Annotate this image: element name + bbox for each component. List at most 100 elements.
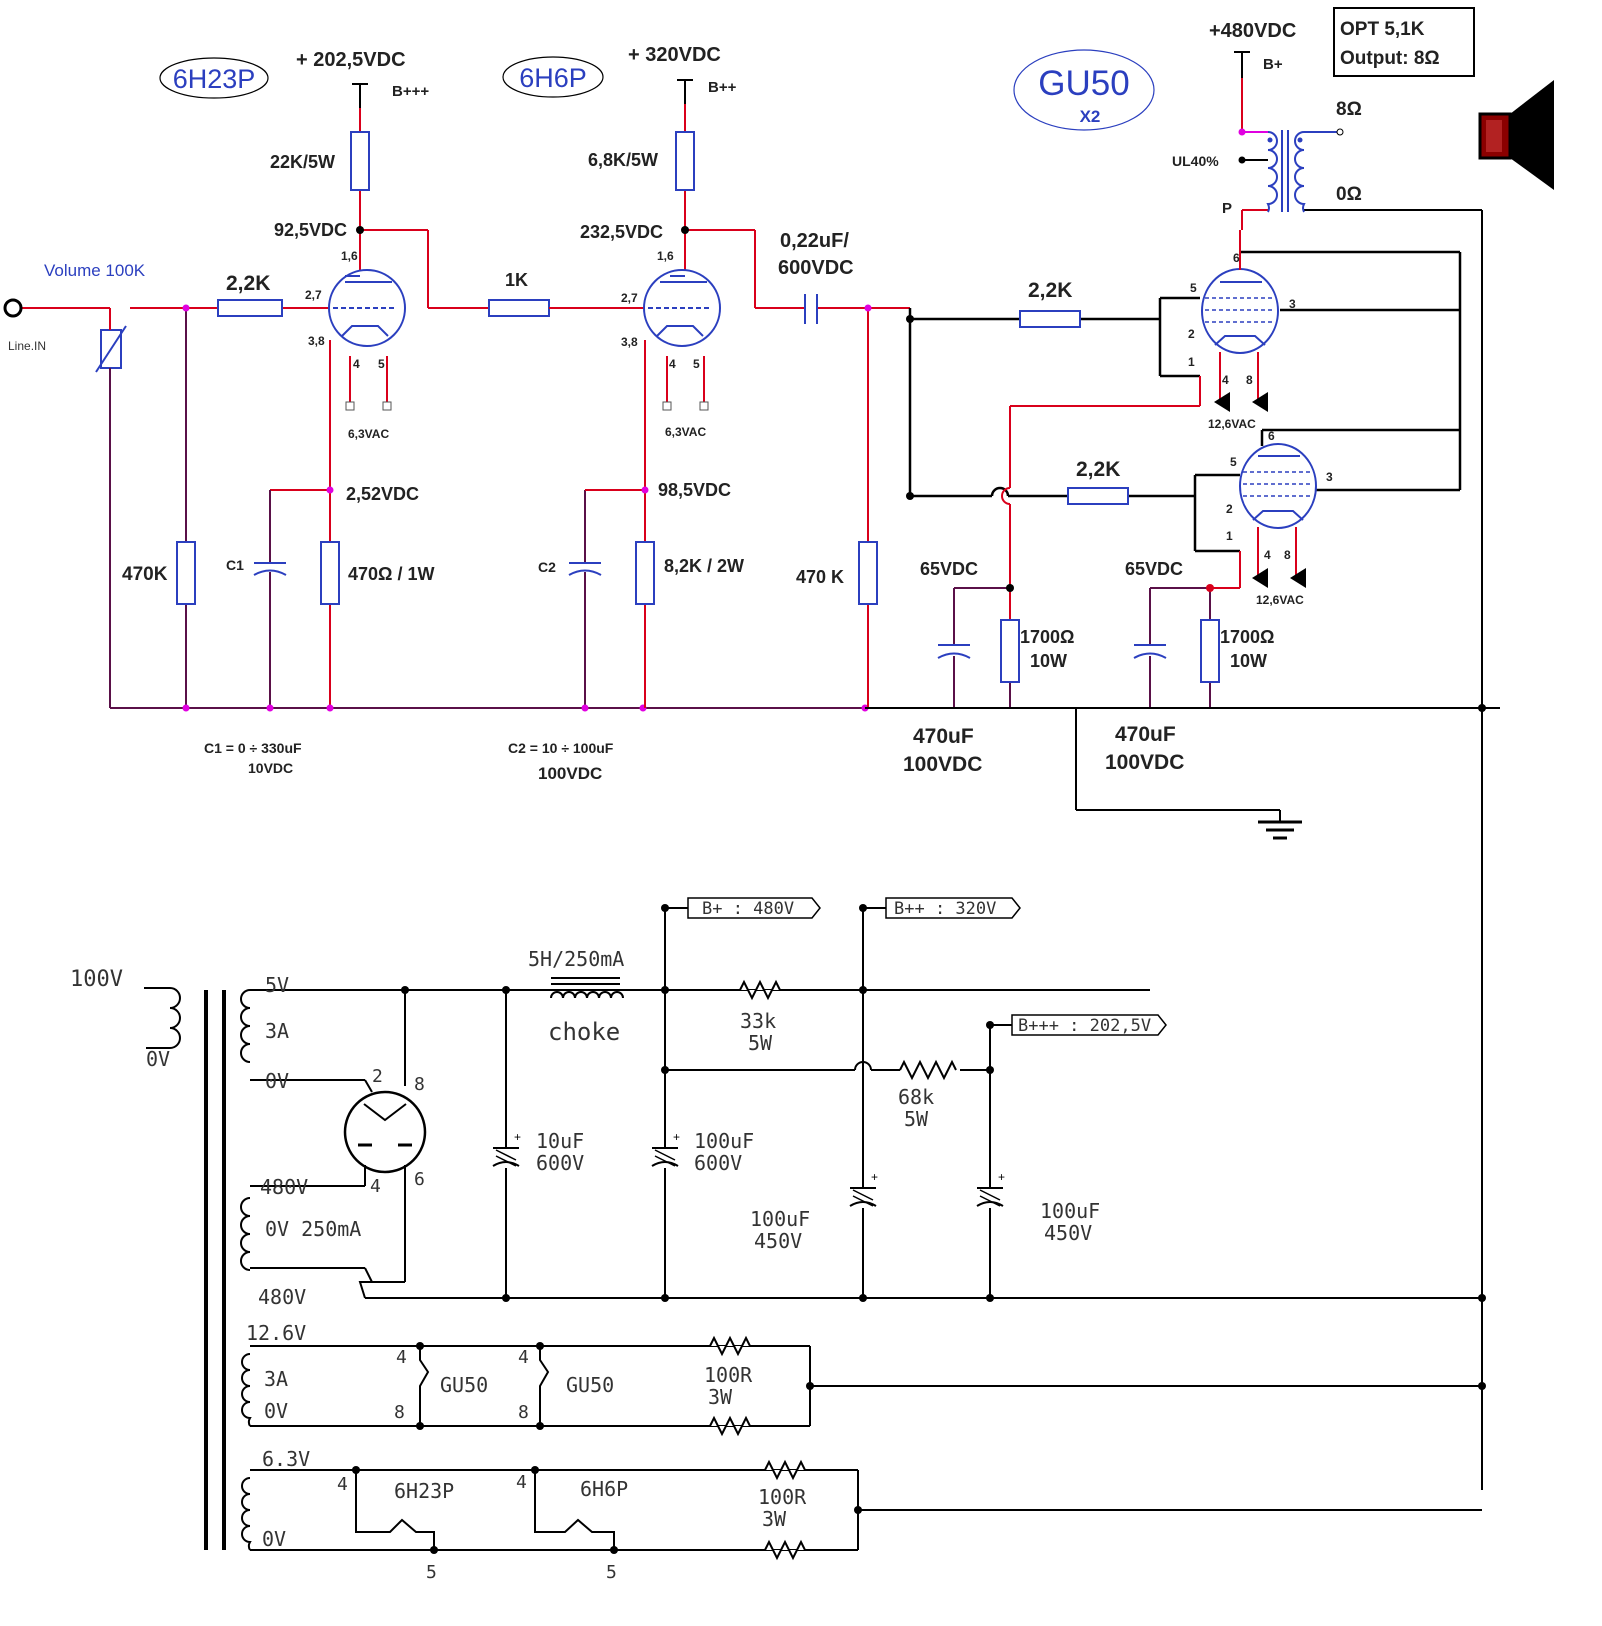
- choke: [550, 977, 624, 999]
- svg-text:B+++ : 202,5V: B+++ : 202,5V: [1018, 1016, 1151, 1036]
- svg-text:4: 4: [396, 1347, 407, 1368]
- svg-text:5: 5: [1190, 281, 1197, 295]
- svg-text:2,2K: 2,2K: [1076, 458, 1120, 481]
- svg-text:98,5VDC: 98,5VDC: [658, 480, 731, 500]
- cap-100uf-600v: +: [651, 1130, 680, 1167]
- svg-text:12,6VAC: 12,6VAC: [1256, 593, 1304, 607]
- resistor-6-8k: [675, 131, 695, 191]
- svg-text:3A: 3A: [264, 1367, 288, 1391]
- svg-text:10W: 10W: [1230, 651, 1267, 671]
- svg-text:100VDC: 100VDC: [903, 753, 982, 776]
- output-cathode-wires: [1001, 376, 1241, 620]
- svg-text:470uF: 470uF: [1115, 723, 1176, 746]
- resistor-470k-leak: [858, 541, 878, 605]
- svg-text:5: 5: [606, 1562, 617, 1583]
- svg-text:65VDC: 65VDC: [1125, 559, 1183, 579]
- svg-text:GU50: GU50: [440, 1373, 488, 1397]
- svg-text:100VDC: 100VDC: [1105, 751, 1184, 774]
- volume-pot[interactable]: [95, 308, 127, 373]
- tube-gu50-b-symbol: [1239, 443, 1317, 529]
- svg-text:4: 4: [1222, 373, 1229, 387]
- svg-text:8Ω: 8Ω: [1336, 99, 1362, 120]
- svg-text:3: 3: [1326, 470, 1333, 484]
- svg-text:2,7: 2,7: [621, 291, 638, 305]
- svg-text:100uF: 100uF: [694, 1129, 754, 1153]
- svg-text:6: 6: [414, 1169, 425, 1190]
- svg-text:0V: 0V: [262, 1527, 286, 1551]
- svg-text:4: 4: [353, 357, 360, 371]
- svg-text:4: 4: [516, 1472, 527, 1493]
- svg-text:100uF: 100uF: [750, 1207, 810, 1231]
- svg-text:1K: 1K: [505, 270, 528, 290]
- tube-6h23p-symbol: [328, 269, 406, 347]
- svg-text:100R: 100R: [758, 1485, 807, 1509]
- tube-6h6p-symbol: [643, 269, 721, 347]
- line-in-jack[interactable]: [3, 298, 23, 318]
- svg-text:GU50: GU50: [566, 1373, 614, 1397]
- svg-text:12,6VAC: 12,6VAC: [1208, 417, 1256, 431]
- stage1-r-grid: 2,2K: [226, 272, 270, 295]
- resistor-100r-63b: [764, 1539, 806, 1561]
- svg-text:4: 4: [370, 1176, 381, 1197]
- svg-text:8: 8: [394, 1402, 405, 1423]
- svg-text:P: P: [1222, 200, 1232, 217]
- svg-text:+: +: [998, 1170, 1005, 1184]
- svg-text:1: 1: [1188, 355, 1195, 369]
- svg-text:6H23P: 6H23P: [394, 1479, 454, 1503]
- svg-text:1,6: 1,6: [341, 249, 358, 263]
- svg-text:5: 5: [378, 357, 385, 371]
- svg-text:C1: C1: [226, 557, 244, 573]
- svg-text:6H6P: 6H6P: [519, 63, 587, 93]
- svg-text:4: 4: [518, 1347, 529, 1368]
- svg-text:6H23P: 6H23P: [173, 64, 256, 94]
- svg-text:C1 = 0 ÷ 330uF: C1 = 0 ÷ 330uF: [204, 740, 302, 756]
- svg-text:470Ω / 1W: 470Ω / 1W: [348, 564, 434, 584]
- svg-text:1700Ω: 1700Ω: [1220, 627, 1274, 647]
- svg-text:232,5VDC: 232,5VDC: [580, 222, 663, 242]
- svg-text:6H6P: 6H6P: [580, 1477, 628, 1501]
- volume-label: Volume 100K: [44, 261, 146, 280]
- tube-label-6h6p: 6H6P: [502, 56, 604, 98]
- svg-text:3W: 3W: [762, 1507, 787, 1531]
- svg-text:6: 6: [1268, 429, 1275, 443]
- resistor-470k-input: [176, 541, 196, 605]
- svg-text:0V: 0V: [265, 1069, 289, 1093]
- svg-text:68k: 68k: [898, 1085, 934, 1109]
- svg-text:B++ : 320V: B++ : 320V: [894, 899, 996, 919]
- svg-text:480V: 480V: [258, 1285, 306, 1309]
- svg-text:470uF: 470uF: [913, 725, 974, 748]
- resistor-8-2k: [635, 541, 655, 605]
- svg-text:0Ω: 0Ω: [1336, 184, 1362, 205]
- svg-text:470 K: 470 K: [796, 567, 844, 587]
- svg-text:5H/250mA: 5H/250mA: [528, 947, 624, 971]
- resistor-2-2k-a: [1019, 310, 1081, 328]
- svg-text:0V: 0V: [264, 1399, 288, 1423]
- svg-text:UL40%: UL40%: [1172, 153, 1219, 169]
- svg-text:6.3V: 6.3V: [262, 1447, 310, 1471]
- stage2-wires: [549, 104, 910, 708]
- svg-text:480V: 480V: [260, 1175, 308, 1199]
- svg-text:600V: 600V: [694, 1151, 742, 1175]
- resistor-2-2k-b: [1067, 487, 1129, 505]
- svg-text:600V: 600V: [536, 1151, 584, 1175]
- svg-text:5V: 5V: [265, 973, 289, 997]
- capacitor-c2: [568, 562, 602, 576]
- stage1-r-plate: 22K/5W: [270, 152, 335, 172]
- svg-text:2: 2: [372, 1066, 383, 1087]
- resistor-68k: [899, 1059, 957, 1081]
- output-grid-wires: [908, 308, 1195, 498]
- svg-text:10W: 10W: [1030, 651, 1067, 671]
- stage1-v-plate: 92,5VDC: [274, 220, 347, 240]
- svg-text:450V: 450V: [1044, 1221, 1092, 1245]
- svg-text:5: 5: [693, 357, 700, 371]
- svg-text:2: 2: [1188, 327, 1195, 341]
- speaker-icon: [1478, 80, 1554, 190]
- svg-text:100VDC: 100VDC: [538, 764, 602, 783]
- power-transformer: 100V 0V: [70, 967, 226, 1550]
- svg-text:+: +: [673, 1130, 680, 1144]
- cap-10uf: +: [492, 1130, 521, 1167]
- svg-text:Output: 8Ω: Output: 8Ω: [1340, 48, 1440, 69]
- svg-text:8: 8: [1284, 548, 1291, 562]
- heater-6-3v: [241, 1469, 1482, 1551]
- svg-text:choke: choke: [548, 1018, 620, 1046]
